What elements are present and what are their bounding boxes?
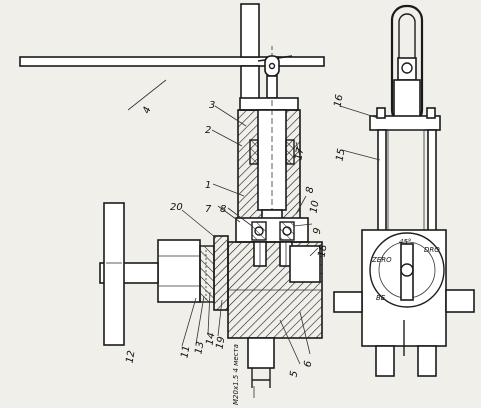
callout-19: 19	[215, 336, 228, 350]
callout-3: 3	[209, 100, 215, 111]
callout-5: 5	[289, 370, 301, 378]
callout-8a: 8	[220, 204, 226, 215]
top-rod	[240, 3, 260, 111]
side-inlet	[157, 235, 229, 311]
callout-10: 10	[309, 200, 322, 214]
dial-bottom-mark: BE	[376, 294, 386, 302]
handwheel	[99, 202, 159, 346]
bottom-stub	[247, 337, 275, 388]
callout-16: 16	[333, 94, 346, 108]
callout-7: 7	[205, 204, 212, 215]
valve-block	[235, 217, 309, 243]
side-view-ports	[333, 289, 475, 377]
side-view-frame	[369, 107, 441, 239]
dial-top-mark: 45°	[399, 238, 411, 246]
dial-right-mark: DRO	[424, 246, 440, 254]
callout-9: 9	[312, 227, 324, 235]
leader-lines	[127, 79, 381, 398]
callout-15: 15	[335, 148, 348, 162]
callout-6: 6	[303, 360, 315, 368]
callout-8b: 8	[305, 186, 317, 194]
callout-18: 18	[317, 244, 330, 258]
callout-4: 4	[141, 105, 154, 115]
callout-1: 1	[205, 180, 211, 191]
lever-link	[264, 46, 280, 99]
cylinder-housing	[237, 97, 301, 223]
callout-14: 14	[205, 332, 218, 346]
callout-17: 17	[293, 146, 306, 161]
callout-20: 20	[170, 202, 183, 213]
callout-2: 2	[205, 125, 211, 136]
callout-12: 12	[125, 350, 138, 364]
callout-13: 13	[193, 341, 206, 355]
plunger-seal	[249, 139, 295, 165]
dial-left-mark: ZERO	[371, 256, 392, 264]
side-view-handle	[390, 4, 424, 126]
main-block	[227, 241, 323, 339]
callout-11: 11	[179, 345, 192, 359]
thread-note: M20x1.5 4 места	[232, 344, 240, 405]
